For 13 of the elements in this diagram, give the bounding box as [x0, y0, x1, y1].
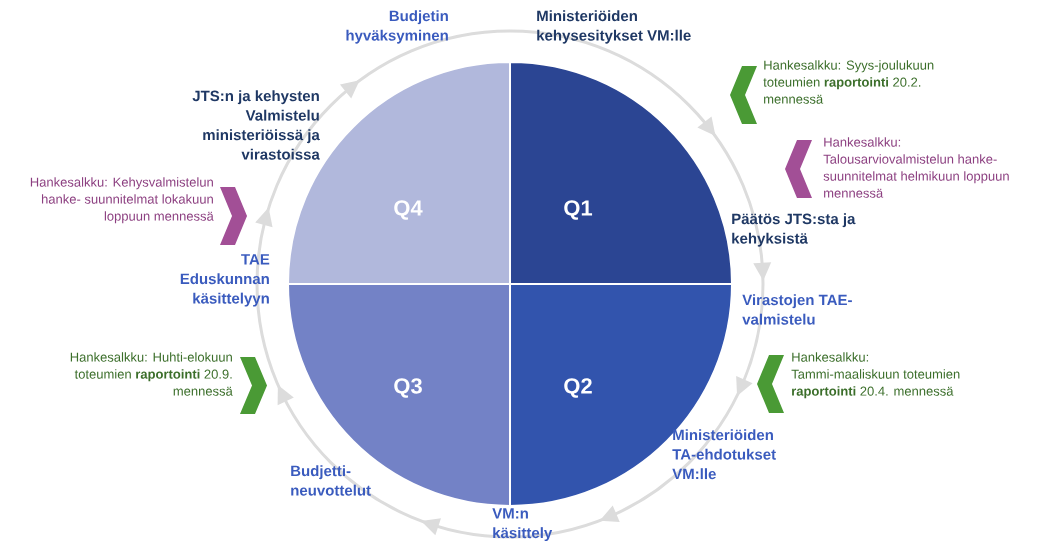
quarter-segment: Q1 — [509, 61, 733, 285]
stage-label: Ministeriöiden kehysesitykset VM:lle — [537, 10, 691, 44]
note-text: Hankesalkku: Kehysvalmistelun hanke- suunnitelmat lokakuun loppuun mennessä — [30, 177, 214, 224]
stage-label: Päätös JTS:sta ja kehyksistä — [732, 213, 856, 247]
stage-label: TAE Eduskunnan käsittelyyn — [180, 254, 270, 307]
stage-label: VM:n käsittely — [492, 508, 553, 542]
note-text: Hankesalkku: Talousarviovalmistelun hanke- suunnitelmat helmikuun loppuun mennessä — [823, 137, 1009, 198]
note-text: Hankesalkku: Syys-joulukuun toteumien raportointi 20.2. mennessä — [763, 60, 934, 104]
stage-label: Virastojen TAE- valmistelu — [742, 294, 852, 325]
stage-label: Budjetti- neuvottelut — [291, 465, 371, 496]
note-text: Hankesalkku: Tammi-maaliskuun toteumien raportointi 20.4. mennessä — [791, 352, 960, 399]
note-text: Hankesalkku: Huhti-elokuun toteumien raportointi 20.9. mennessä — [70, 352, 233, 396]
stage-label: Budjetin hyväksyminen — [346, 10, 448, 44]
